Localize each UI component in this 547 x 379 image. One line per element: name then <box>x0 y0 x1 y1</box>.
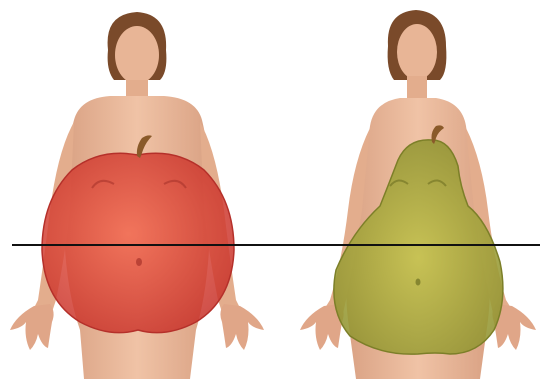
apple-figure-head <box>115 26 159 84</box>
apple-figure-right-hand <box>220 304 264 350</box>
pear-figure-neck <box>407 76 427 100</box>
pear-figure-navel <box>416 279 421 286</box>
pear-figure-head <box>397 24 437 80</box>
pear-figure <box>300 10 536 379</box>
apple-figure-navel <box>136 258 142 266</box>
apple-figure <box>10 12 264 379</box>
apple-overlay-icon <box>42 153 234 332</box>
apple-figure-left-hand <box>10 304 54 350</box>
